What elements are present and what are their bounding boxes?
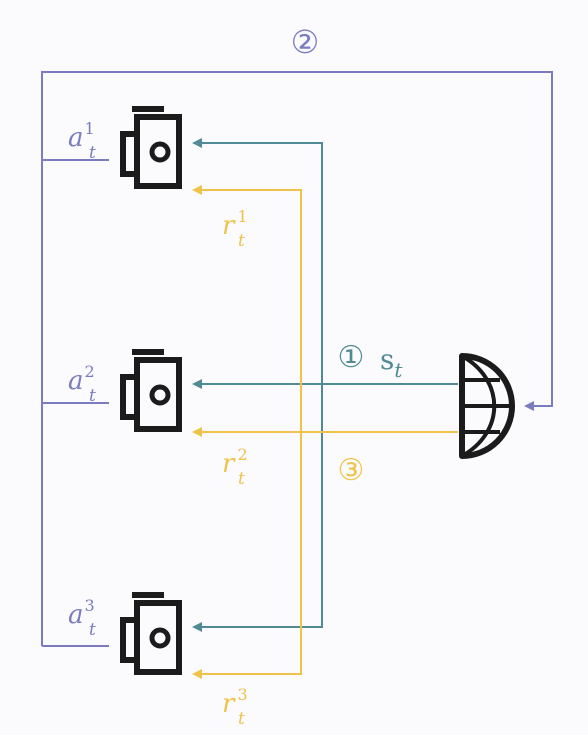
reward-connector <box>192 185 458 679</box>
action-connector <box>41 71 553 647</box>
step-1-marker: ① <box>338 340 365 375</box>
step-2-marker: ② <box>291 23 320 61</box>
environment-globe-icon <box>459 353 515 459</box>
state-label-sub: t <box>394 358 403 382</box>
agent-3-robot-icon <box>123 592 179 672</box>
agent-1-robot-icon <box>123 106 179 186</box>
state-label: st <box>380 343 403 382</box>
step-3-marker: ③ <box>338 453 365 488</box>
agent-2-robot-icon <box>123 349 179 429</box>
state-label-base: s <box>380 343 394 376</box>
